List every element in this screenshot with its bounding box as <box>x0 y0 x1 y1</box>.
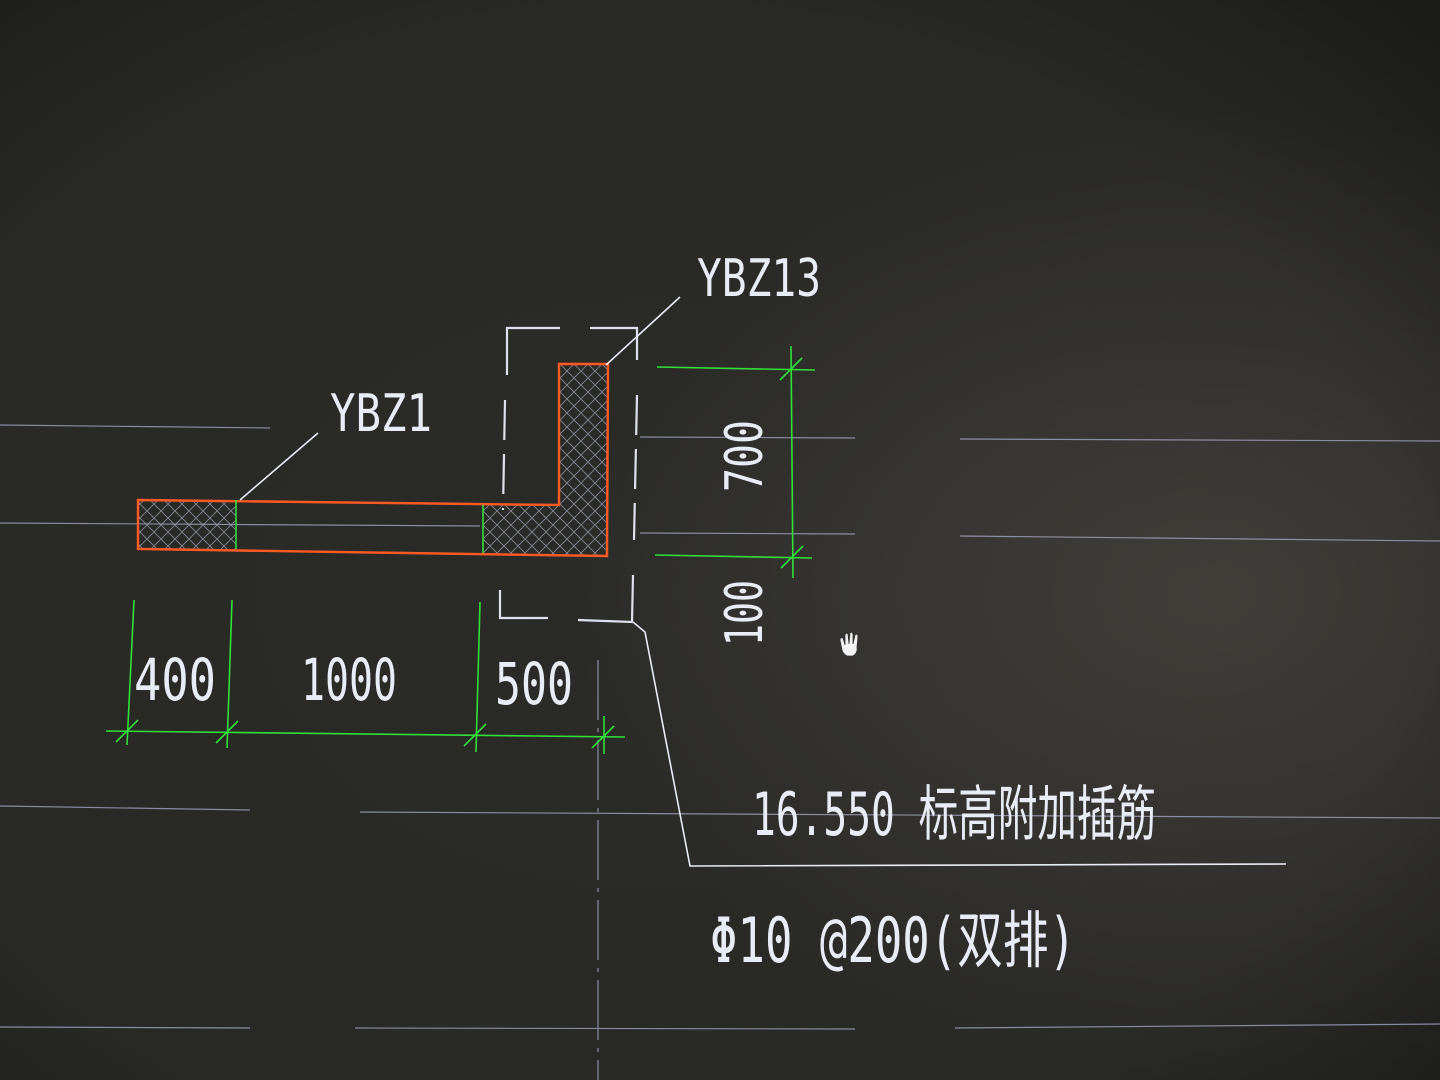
extension-line <box>126 599 135 746</box>
dashed-corner <box>498 590 548 620</box>
dashed-edge <box>632 394 639 541</box>
dashed-edge <box>501 399 507 511</box>
note-rebar-spec: Φ10 @200(双排) <box>710 904 1076 977</box>
hand-cursor-icon <box>839 631 859 657</box>
grid-line <box>959 535 1440 542</box>
note-elevation: 16.550 标高附加插筋 <box>752 780 1156 850</box>
grid-line <box>639 436 856 439</box>
leader-note <box>632 621 1287 867</box>
vertical-dimension <box>654 345 816 579</box>
grid-line <box>359 811 1440 819</box>
dimension-line <box>105 730 626 738</box>
hatch-ybz1-end <box>139 500 236 550</box>
dashed-corner <box>505 326 560 375</box>
hatched-regions <box>139 364 607 555</box>
grid-line <box>959 438 1440 442</box>
grid-lines <box>0 424 1440 1080</box>
label-ybz13: YBZ13 <box>697 249 821 309</box>
dashed-boundary <box>498 326 639 624</box>
grid-line <box>0 424 271 429</box>
grid-line <box>954 1023 1440 1029</box>
horizontal-dimension <box>105 599 626 754</box>
grid-line <box>354 1027 856 1030</box>
dimension-line <box>790 345 794 579</box>
grid-line <box>0 1026 251 1029</box>
leader-ybz1 <box>239 432 319 501</box>
dimension-label-700: 700 <box>715 420 775 492</box>
extension-line <box>654 554 813 559</box>
hatch-ybz13 <box>483 364 607 555</box>
leader-ybz13 <box>605 296 681 366</box>
dimension-label-400: 400 <box>134 646 216 714</box>
dimension-label-500: 500 <box>495 650 573 718</box>
grid-line <box>639 532 856 535</box>
tick-mark <box>463 723 487 747</box>
leader-lines <box>239 296 1287 867</box>
tick-mark <box>591 725 615 749</box>
grid-line <box>0 805 251 811</box>
dimension-label-1000: 1000 <box>301 646 397 714</box>
dashed-corner <box>590 326 639 360</box>
dimension-label-100: 100 <box>715 580 775 646</box>
tick-mark <box>115 719 139 743</box>
extension-line <box>226 599 233 749</box>
grid-line <box>0 522 481 527</box>
tick-mark <box>779 357 803 381</box>
hatch-separators <box>235 500 484 553</box>
label-ybz1: YBZ1 <box>330 384 432 444</box>
tick-mark <box>215 720 239 744</box>
extension-line <box>656 366 816 371</box>
dashed-corner <box>577 574 635 624</box>
extension-line <box>475 601 481 753</box>
tick-mark <box>780 545 804 569</box>
